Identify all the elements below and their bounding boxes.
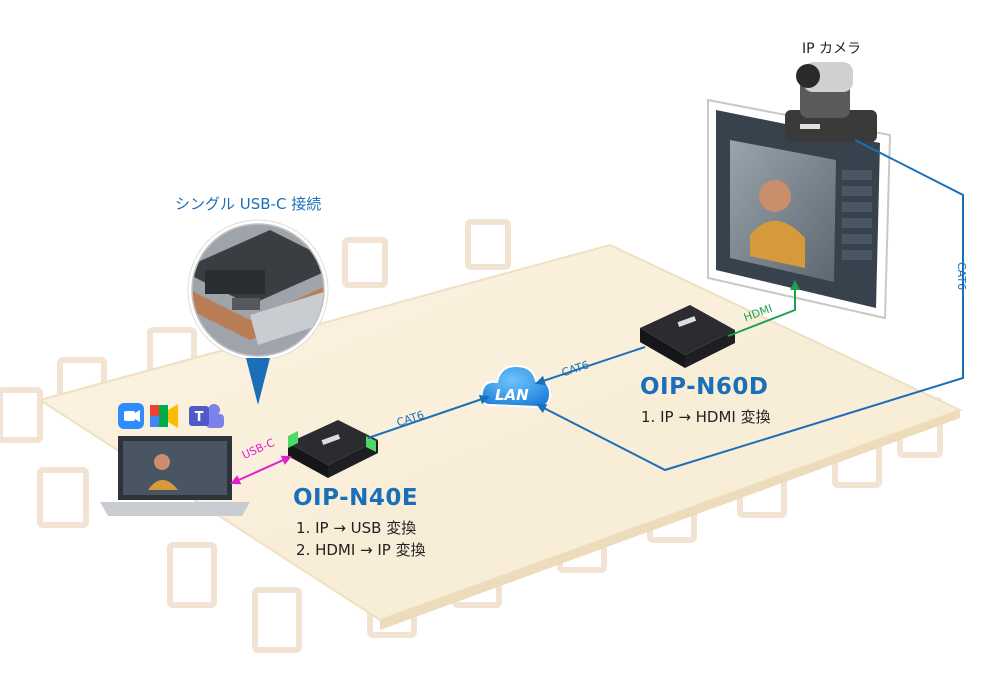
- cat6-cable-lan-n60d: [535, 346, 646, 386]
- zoom-icon: [118, 403, 144, 429]
- oip-n40e-device: [288, 420, 378, 478]
- table-edge: [380, 410, 960, 630]
- oip-n40e-step-2: 2. HDMI → IP 変換: [296, 541, 426, 559]
- lan-cloud-icon: [480, 364, 552, 409]
- cat6-cable-camera-lan: [536, 139, 964, 472]
- laptop-icon: [100, 436, 250, 516]
- usbc-closeup-callout: [187, 219, 329, 405]
- cat6-cable-n40e-lan: [367, 394, 490, 439]
- oip-n60d-device: [640, 305, 735, 368]
- ptz-camera-icon: [785, 62, 877, 142]
- teams-icon: T: [189, 404, 224, 428]
- svg-text:T: T: [195, 410, 204, 425]
- oip-n40e-step-1: 1. IP → USB 変換: [296, 519, 417, 537]
- display-screen: [707, 98, 892, 320]
- cat6-camera-label: CAT6: [955, 262, 968, 291]
- oip-n60d-step-1: 1. IP → HDMI 変換: [641, 408, 771, 426]
- lan-label: LAN: [495, 386, 529, 404]
- oip-n60d-title: OIP-N60D: [640, 374, 769, 400]
- usbc-callout-title: シングル USB-C 接続: [175, 195, 322, 213]
- google-meet-icon: [150, 404, 178, 428]
- usbc-cable: [230, 455, 292, 485]
- oip-n40e-title: OIP-N40E: [293, 485, 419, 511]
- camera-label: IP カメラ: [802, 41, 862, 57]
- hdmi-cable: [727, 280, 800, 337]
